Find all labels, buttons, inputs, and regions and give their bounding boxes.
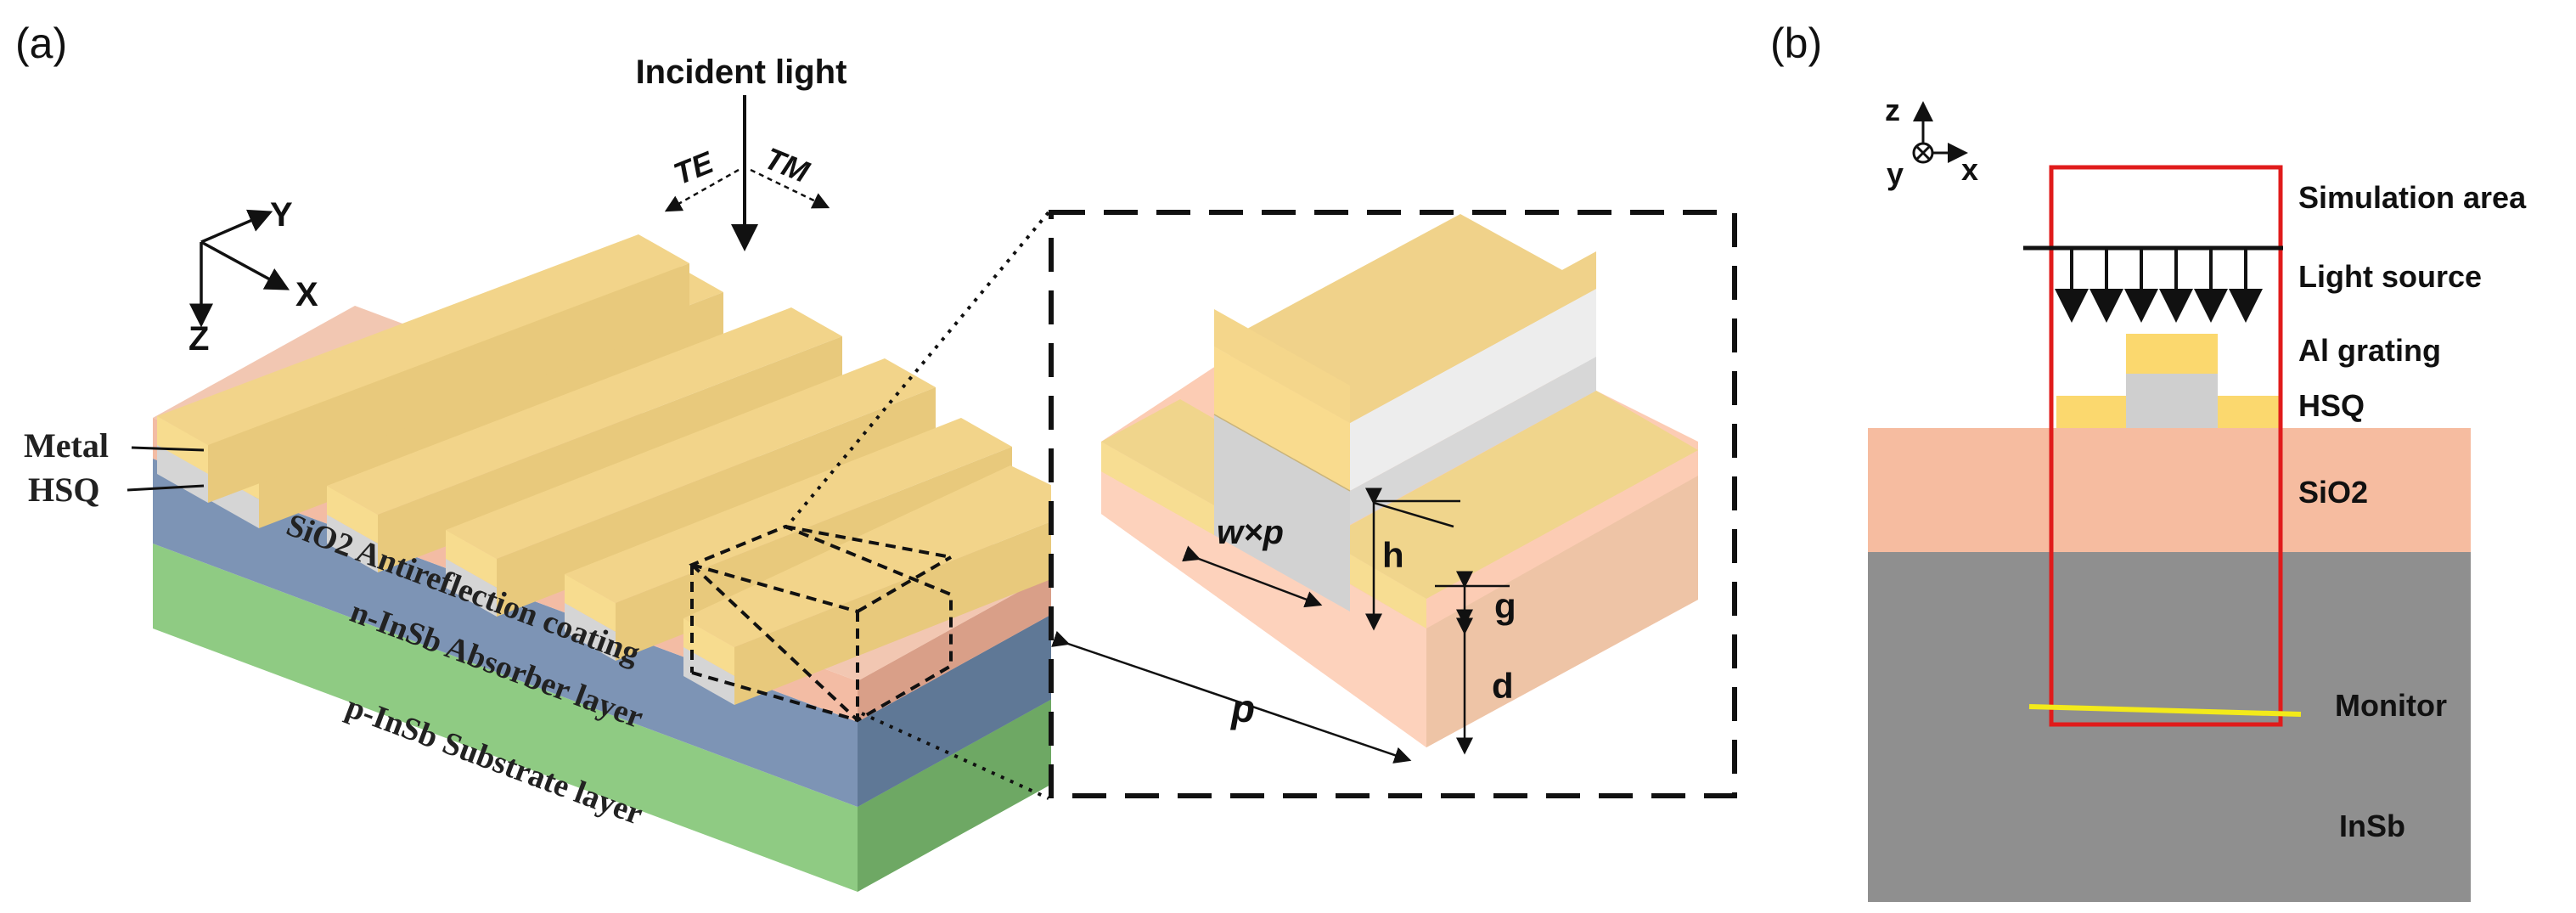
monitor-line [2028,704,2302,717]
wp-label: w×p [1217,514,1284,551]
h-label: h [1382,535,1404,575]
insb-region [1868,552,2471,902]
hsq-right [2218,396,2279,428]
g-label: g [1494,586,1516,626]
panel-a: (a) [15,20,1737,892]
panel-a-tag: (a) [15,20,67,67]
tm-label: TM [760,140,814,189]
panel-b: (b) z [1770,20,2527,902]
connector-line [784,211,1050,530]
metal-leader [131,446,205,452]
axis-z-label-b: z [1885,93,1900,127]
monitor-label: Monitor [2335,688,2447,723]
light-source-label: Light source [2298,259,2482,294]
insb-label: InSb [2339,809,2405,843]
d-label: d [1492,666,1514,706]
panel-b-tag: (b) [1770,20,1822,67]
axis-y-label-b: y [1887,156,1904,191]
axes-a [189,209,290,328]
grating-gray [2126,374,2218,428]
inset: w×p h g d p [1049,210,1737,798]
hsq-label-b: HSQ [2298,388,2365,423]
hsq-label: HSQ [28,471,99,509]
incident-light-label: Incident light [636,54,847,91]
hsq-left [2056,396,2126,428]
axis-z-label: Z [188,320,209,358]
zoom-box [689,524,953,723]
sio2-label-b: SiO2 [2298,475,2368,510]
simulation-area-box [2049,165,2283,727]
ridge [683,465,1060,705]
te-arrow [664,168,740,212]
substrate-layer [153,544,1060,892]
tm-arrow [750,168,830,209]
hsq-leader [127,484,205,492]
metal-label: Metal [24,426,109,465]
axis-x-label: X [295,276,318,313]
axis-x-label-b: x [1961,152,1978,187]
axis-y-label: Y [270,196,293,234]
sio2-region [1868,428,2471,552]
al-grating-label: Al grating [2298,333,2441,368]
simulation-area-label: Simulation area [2298,180,2527,215]
connector-line [861,712,1049,800]
light-arrows [2055,248,2263,323]
p-label: p [1229,686,1255,730]
axes-b [1912,101,1968,164]
grating-gold [2126,334,2218,374]
grating-ridges [157,234,1060,705]
ridge [157,234,689,503]
